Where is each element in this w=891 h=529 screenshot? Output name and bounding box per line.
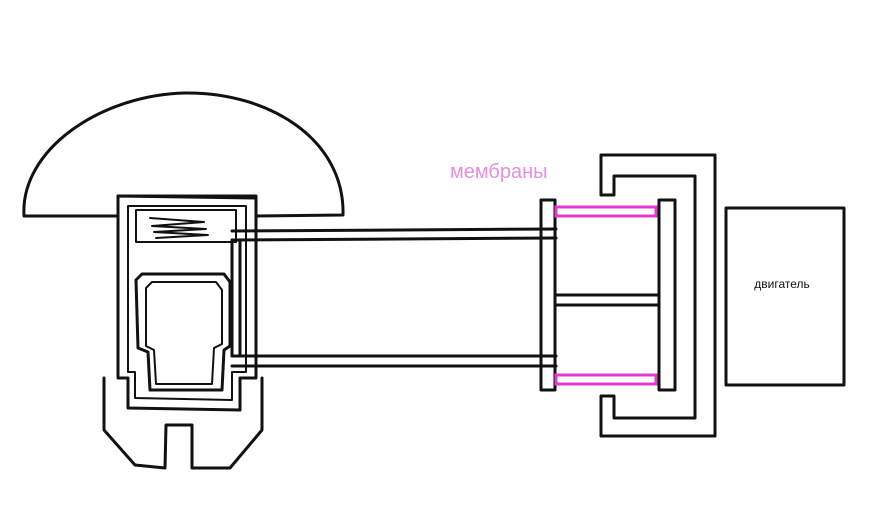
lower-membrane <box>554 373 658 386</box>
membranes-label: мембраны <box>450 161 548 183</box>
upper-tube-bottom <box>230 236 558 242</box>
base-fork <box>102 376 264 470</box>
piston <box>134 272 232 392</box>
spring-housing <box>135 209 237 243</box>
cylinder-body-outer <box>116 194 258 412</box>
middle-crossbar <box>553 293 661 307</box>
motor-box <box>724 206 846 387</box>
cylinder-body-inner <box>127 205 247 401</box>
motor-label: двигатель <box>754 277 810 291</box>
dome-cap <box>22 91 345 218</box>
outer-bracket <box>599 153 717 438</box>
upper-membrane <box>554 205 658 218</box>
right-membrane-plate <box>657 198 677 392</box>
spring-icon <box>149 217 209 239</box>
piston-inner <box>145 281 223 385</box>
upper-tube-top <box>230 227 558 233</box>
